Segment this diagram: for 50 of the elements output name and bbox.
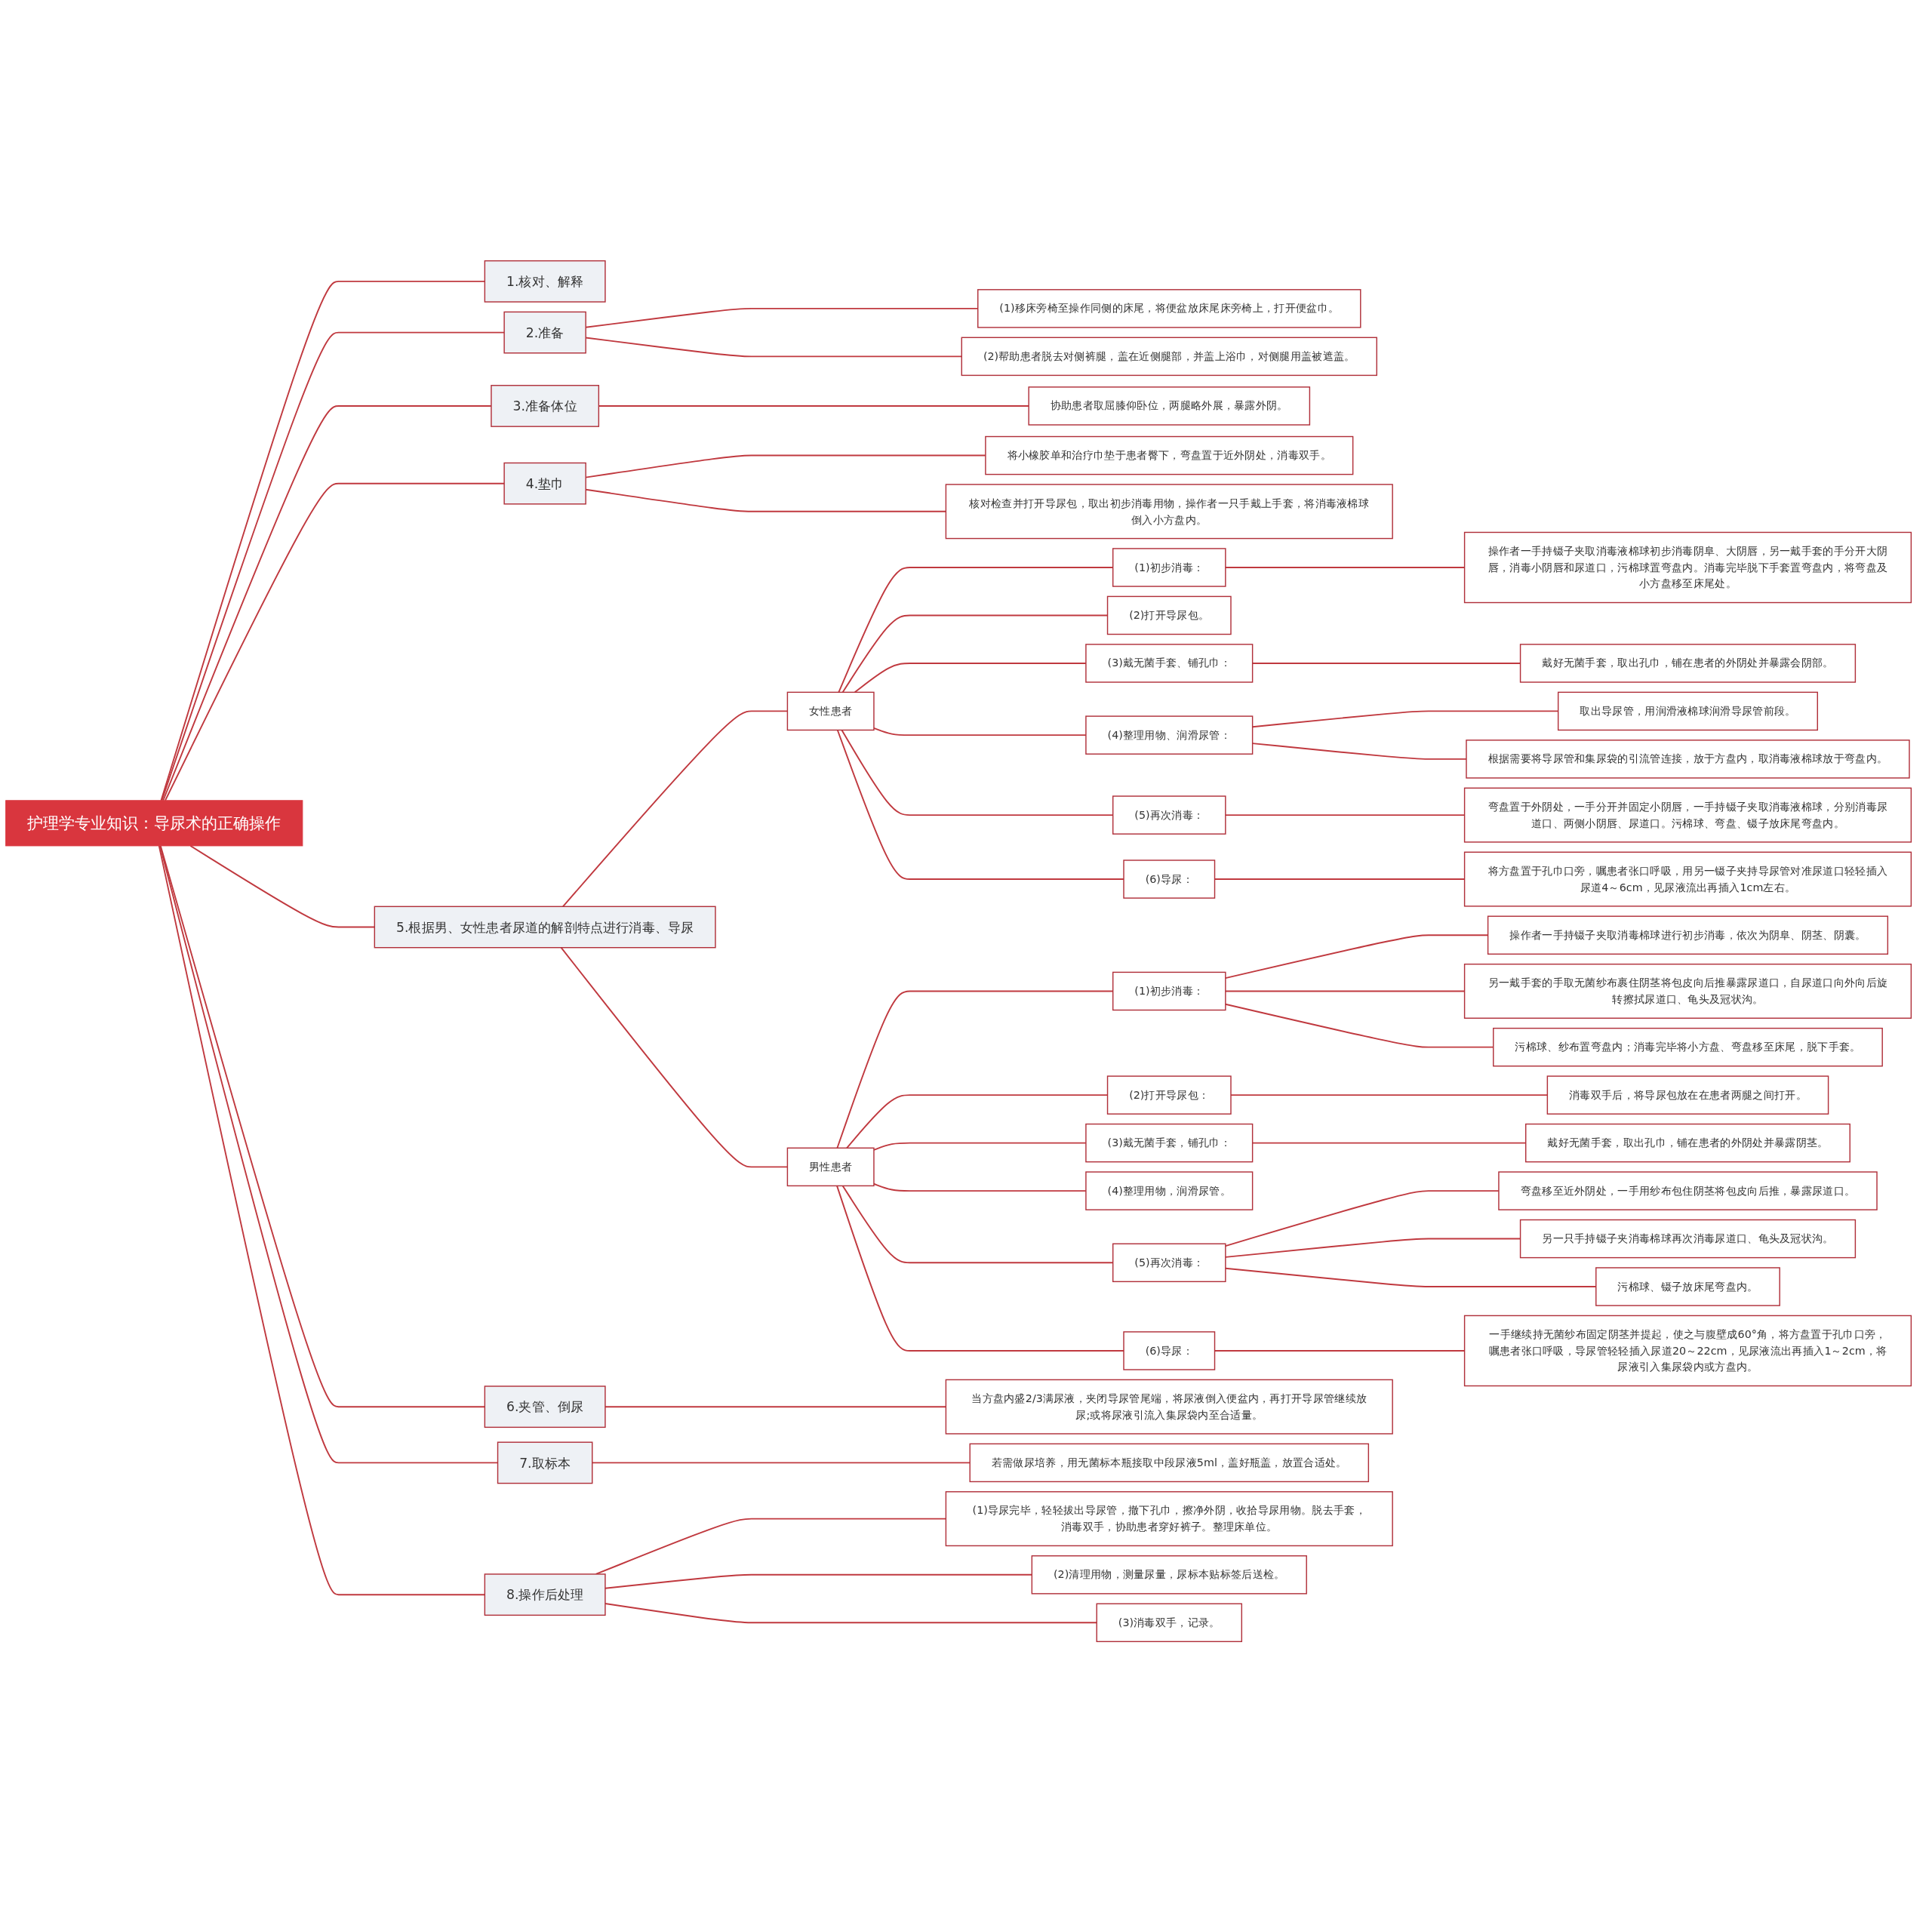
node-box: 戴好无菌手套，取出孔巾，铺在患者的外阴处并暴露会阴部。 — [1519, 643, 1857, 683]
node-box: 护理学专业知识：导尿术的正确操作 — [5, 799, 303, 846]
node-box: 弯盘移至近外阴处，一手用纱布包住阴茎将包皮向后推，暴露尿道口。 — [1498, 1170, 1878, 1210]
node-box: 男性患者 — [786, 1147, 875, 1186]
node-box: 戴好无菌手套，取出孔巾，铺在患者的外阴处并暴露阴茎。 — [1525, 1123, 1850, 1162]
node-box: 弯盘置于外阴处，一手分开并固定小阴唇，一手持镊子夹取消毒液棉球，分别消毒尿道口、两侧小阴唇、尿道口。污棉球、弯盘、镊子放床尾弯盘内。 — [1463, 787, 1912, 843]
node-box: 另一戴手套的手取无菌纱布裹住阴茎将包皮向后推暴露尿道口，自尿道口向外向后旋转擦拭尿道口、龟头及冠状沟。 — [1463, 963, 1912, 1019]
connector — [836, 1184, 1124, 1352]
node-box: (3)消毒双手，记录。 — [1096, 1603, 1243, 1642]
node-box: (4)整理用物、润滑尿管： — [1085, 715, 1254, 755]
node-box: (3)戴无菌手套、铺孔巾： — [1085, 643, 1254, 683]
node-box: 操作者一手持镊子夹取消毒棉球进行初步消毒，依次为阴阜、阴茎、阴囊。 — [1487, 915, 1889, 955]
connector — [836, 729, 1124, 880]
node-box: (2)清理用物，测量尿量，尿标本贴标签后送检。 — [1031, 1555, 1307, 1595]
node-box: 女性患者 — [786, 691, 875, 730]
node-box: (5)再次消毒： — [1112, 795, 1226, 835]
node-box: 一手继续持无菌纱布固定阴茎并提起，使之与腹壁成60°角，将方盘置于孔巾口旁，嘱患者张口呼吸，导尿管轻轻插入尿道20～22cm，见尿液流出再插入1～2cm，将尿液引入集尿袋内或方盘内。 — [1463, 1315, 1912, 1386]
node-box: 4.垫巾 — [503, 462, 586, 505]
node-box: (1)初步消毒： — [1112, 971, 1226, 1010]
node-box: 协助患者取屈膝仰卧位，两腿略外展，暴露外阴。 — [1028, 386, 1311, 426]
node-box: 6.夹管、倒尿 — [484, 1385, 606, 1428]
node-box: 核对检查并打开导尿包，取出初步消毒用物，操作者一只手戴上手套，将消毒液棉球倒入小方盘内。 — [945, 483, 1393, 539]
node-box: 当方盘内盛2/3满尿液，夹闭导尿管尾端，将尿液倒入便盆内，再打开导尿管继续放尿;或将尿液引流入集尿袋内至合适量。 — [945, 1379, 1393, 1435]
node-box: 根据需要将导尿管和集尿袋的引流管连接，放于方盘内，取消毒液棉球放于弯盘内。 — [1466, 739, 1910, 779]
node-box: 若需做尿培养，用无菌标本瓶接取中段尿液5ml，盖好瓶盖，放置合适处。 — [969, 1443, 1370, 1482]
node-box: (5)再次消毒： — [1112, 1243, 1226, 1282]
node-box: 3.准备体位 — [491, 384, 600, 427]
node-box: 将小橡胶单和治疗巾垫于患者臀下，弯盘置于近外阴处，消毒双手。 — [985, 435, 1354, 475]
node-box: 取出导尿管，用润滑液棉球润滑导尿管前段。 — [1557, 691, 1818, 730]
node-box: 操作者一手持镊子夹取消毒液棉球初步消毒阴阜、大阴唇，另一戴手套的手分开大阴唇，消毒小阴唇和尿道口，污棉球置弯盘内。消毒完毕脱下手套置弯盘内，将弯盘及小方盘移至床尾处。 — [1463, 531, 1912, 603]
node-box: (6)导尿： — [1123, 859, 1216, 899]
node-box: (1)初步消毒： — [1112, 547, 1226, 587]
node-box: 将方盘置于孔巾口旁，嘱患者张口呼吸，用另一镊子夹持导尿管对准尿道口轻轻插入尿道4～6cm，见尿液流出再插入1cm左右。 — [1463, 851, 1912, 907]
node-box: 消毒双手后，将导尿包放在在患者两腿之间打开。 — [1546, 1075, 1829, 1115]
node-box: 2.准备 — [503, 311, 586, 354]
node-box: 5.根据男、女性患者尿道的解剖特点进行消毒、导尿 — [374, 906, 716, 948]
node-box: (2)打开导尿包： — [1106, 1075, 1232, 1115]
node-box: (2)打开导尿包。 — [1106, 595, 1232, 635]
node-box: (1)导尿完毕，轻轻拔出导尿管，撤下孔巾，擦净外阴，收拾导尿用物。脱去手套，消毒双手，协助患者穿好裤子。整理床单位。 — [945, 1490, 1393, 1546]
node-box: (1)移床旁椅至操作同侧的床尾，将便盆放床尾床旁椅上，打开便盆巾。 — [977, 288, 1361, 328]
node-box: (4)整理用物，润滑尿管。 — [1085, 1170, 1254, 1210]
node-box: 7.取标本 — [497, 1441, 593, 1484]
node-box: 污棉球、镊子放床尾弯盘内。 — [1595, 1266, 1780, 1306]
node-box: (6)导尿： — [1123, 1330, 1216, 1370]
node-box: (3)戴无菌手套，铺孔巾： — [1085, 1123, 1254, 1162]
node-box: 另一只手持镊子夹消毒棉球再次消毒尿道口、龟头及冠状沟。 — [1519, 1219, 1857, 1258]
node-box: 8.操作后处理 — [484, 1573, 606, 1616]
node-box: 污棉球、纱布置弯盘内；消毒完毕将小方盘、弯盘移至床尾，脱下手套。 — [1493, 1027, 1883, 1066]
node-box: 1.核对、解释 — [484, 260, 606, 303]
node-box: (2)帮助患者脱去对侧裤腿，盖在近侧腿部，并盖上浴巾，对侧腿用盖被遮盖。 — [961, 337, 1377, 376]
